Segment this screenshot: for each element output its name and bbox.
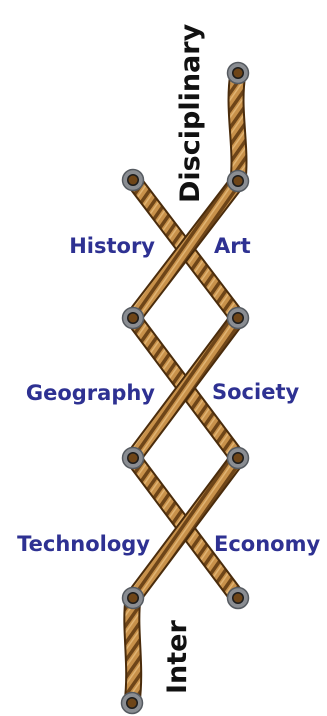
eyelet-icon [122, 693, 143, 714]
label-art: Art [214, 234, 251, 258]
label-inter: Inter [163, 620, 193, 694]
label-economy: Economy [214, 532, 320, 556]
eyelet-icon [228, 448, 249, 469]
eyelet-icon [123, 588, 144, 609]
label-geography: Geography [26, 381, 155, 405]
rope-segment-bottom [132, 598, 134, 703]
eyelet-icon [228, 588, 249, 609]
eyelet-icon [123, 308, 144, 329]
rope-segment-top [236, 73, 239, 181]
eyelet-icon [123, 448, 144, 469]
eyelet-icon [123, 170, 144, 191]
eyelet-icon [228, 171, 249, 192]
label-disciplinary: Disciplinary [176, 24, 206, 203]
eyelet-icon [228, 308, 249, 329]
eyelet-icon [228, 63, 249, 84]
label-society: Society [212, 380, 299, 404]
label-technology: Technology [17, 532, 150, 556]
label-history: History [69, 234, 155, 258]
